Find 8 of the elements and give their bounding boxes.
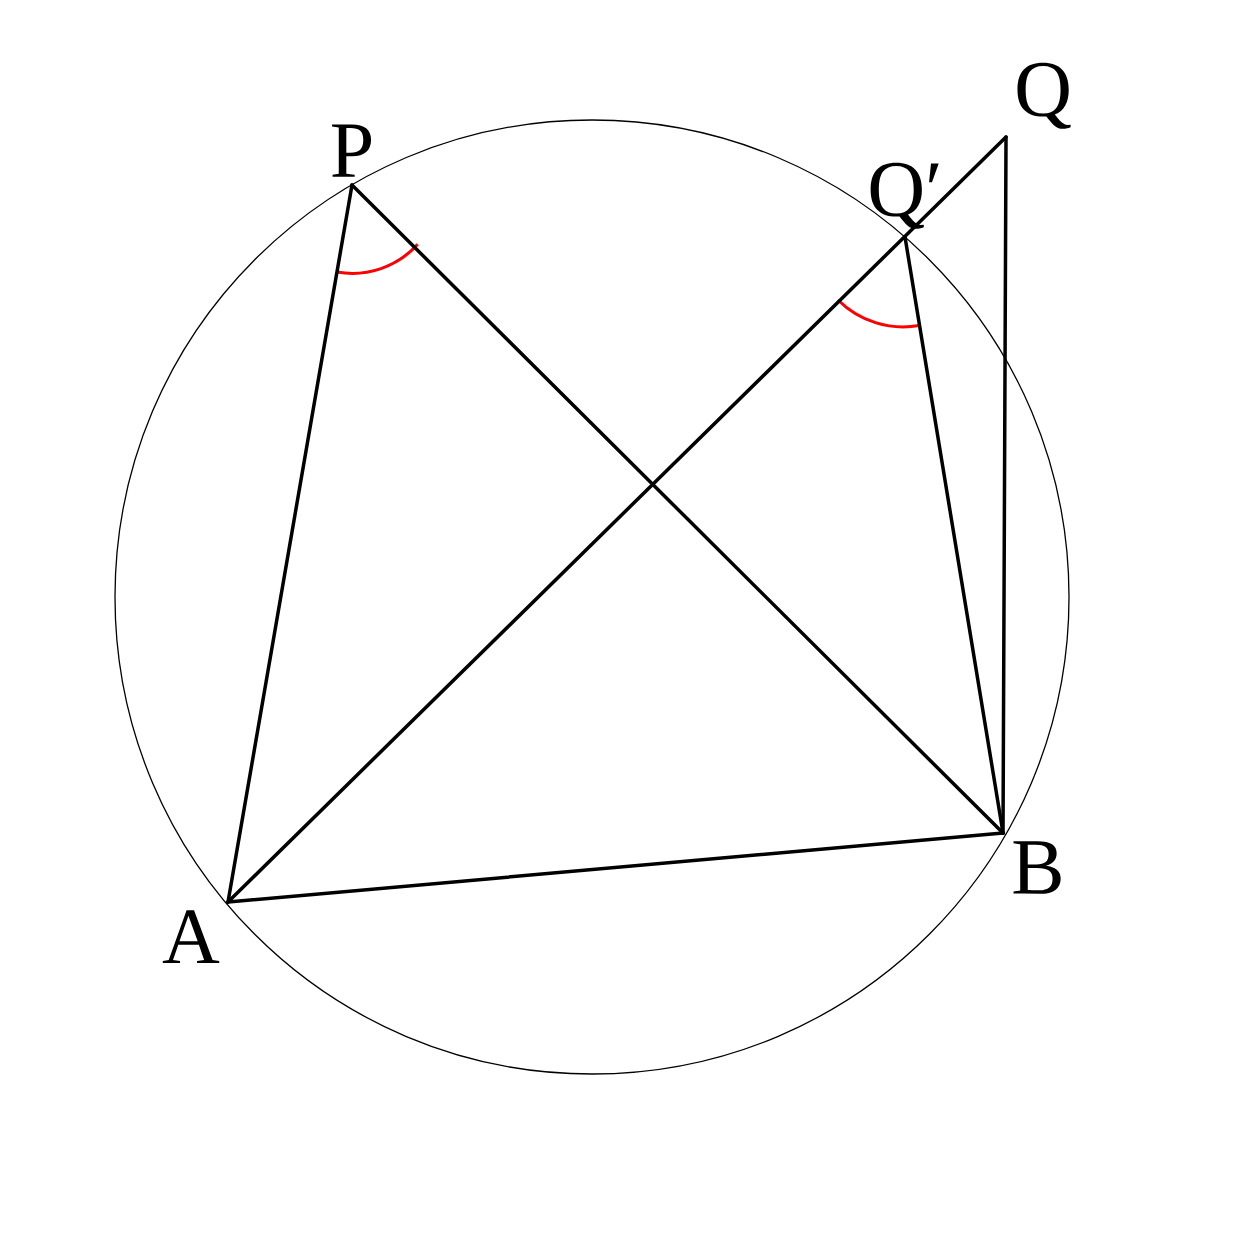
point-label: Q: [1017, 62, 1071, 129]
point-label: P: [332, 124, 372, 177]
point-label: B: [1013, 841, 1061, 894]
line-segment: [226, 183, 354, 904]
point-label: A: [162, 910, 220, 964]
line-segment: [1001, 135, 1008, 835]
point-label: Q′: [870, 162, 939, 229]
line-segment: [226, 831, 1005, 904]
